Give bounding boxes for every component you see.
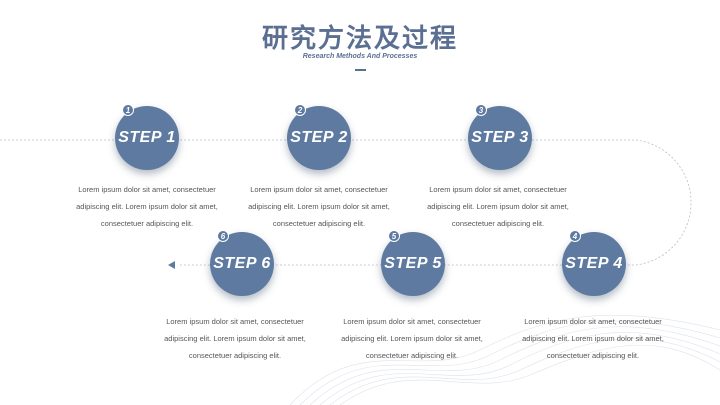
step-1-label: STEP 1 bbox=[118, 129, 176, 146]
step-5-description: Lorem ipsum dolor sit amet, consectetuer… bbox=[341, 317, 483, 360]
connector-path bbox=[0, 139, 692, 266]
step-5-circle: STEP 5 bbox=[381, 232, 445, 296]
page-subtitle: Research Methods And Processes bbox=[302, 53, 418, 60]
step-3-description: Lorem ipsum dolor sit amet, consectetuer… bbox=[427, 185, 569, 228]
title-underline bbox=[355, 69, 366, 71]
step-5-number-badge: 5 bbox=[388, 230, 400, 242]
step-4-number-badge: 4 bbox=[569, 230, 581, 242]
step-6-circle: STEP 6 bbox=[210, 232, 274, 296]
step-1-description: Lorem ipsum dolor sit amet, consectetuer… bbox=[76, 185, 218, 228]
step-4-label: STEP 4 bbox=[565, 255, 623, 272]
step-2-label: STEP 2 bbox=[290, 129, 348, 146]
step-3-number-badge: 3 bbox=[475, 104, 487, 116]
step-2-circle: STEP 2 bbox=[287, 106, 351, 170]
step-6-label: STEP 6 bbox=[213, 255, 271, 272]
step-4-description: Lorem ipsum dolor sit amet, consectetuer… bbox=[522, 317, 664, 360]
step-6-number-badge: 6 bbox=[217, 230, 229, 242]
step-2-description: Lorem ipsum dolor sit amet, consectetuer… bbox=[248, 185, 390, 228]
step-3-label: STEP 3 bbox=[471, 129, 529, 146]
step-2-number-badge: 2 bbox=[294, 104, 306, 116]
step-6-description: Lorem ipsum dolor sit amet, consectetuer… bbox=[164, 317, 306, 360]
step-1-number-badge: 1 bbox=[122, 104, 134, 116]
step-1-circle: STEP 1 bbox=[115, 106, 179, 170]
arrow-head bbox=[168, 261, 175, 269]
step-5-label: STEP 5 bbox=[384, 255, 442, 272]
page-title: 研究方法及过程 bbox=[261, 24, 458, 54]
step-3-circle: STEP 3 bbox=[468, 106, 532, 170]
step-4-circle: STEP 4 bbox=[562, 232, 626, 296]
